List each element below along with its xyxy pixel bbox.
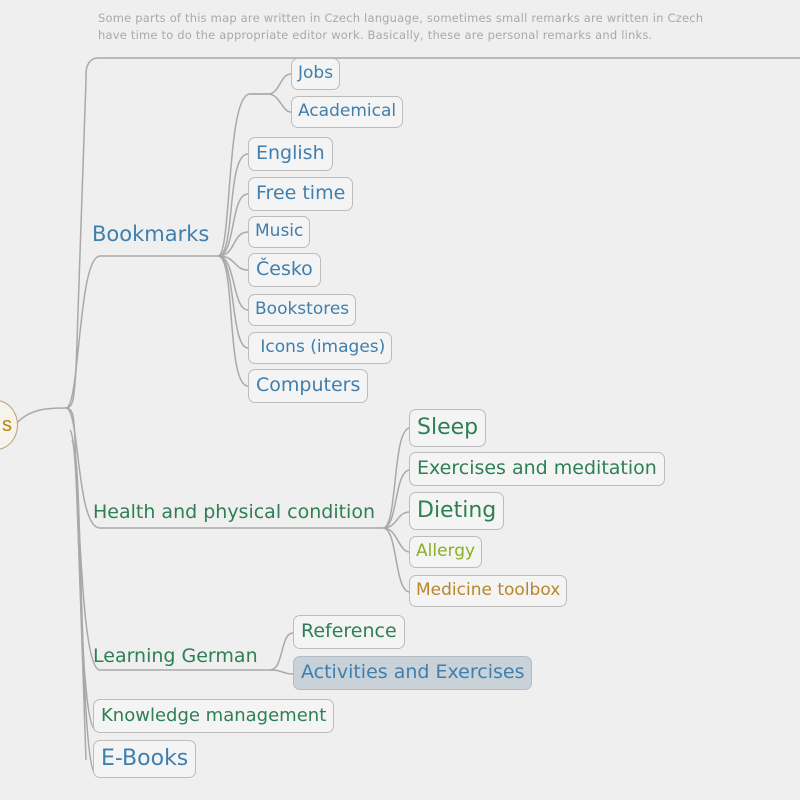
edge-ebooks [73,449,97,775]
bookmark-music[interactable]: Music [248,216,311,248]
bookmarks-node[interactable]: Bookmarks [92,222,210,246]
health-sleep[interactable]: Sleep [409,409,487,447]
health-node[interactable]: Health and physical condition [93,501,375,523]
bookmark-icons-images[interactable]: Icons (images) [248,332,393,364]
edge-spine [65,79,87,409]
edge-root-spine [15,407,67,425]
health-dieting[interactable]: Dieting [409,492,505,530]
ebooks-node[interactable]: E-Books [93,740,197,778]
german-activities-exercises[interactable]: Activities and Exercises [293,656,533,690]
map-description-line-2: have time to do the appropriate editor w… [98,28,653,42]
root-node-label: s [2,414,12,436]
german-reference[interactable]: Reference [293,615,405,649]
bookmark-bookstores[interactable]: Bookstores [248,294,357,326]
health-exercises-meditation[interactable]: Exercises and meditation [409,452,665,486]
bookmark-academical[interactable]: Academical [291,96,404,128]
edge-bookmarks [65,255,218,409]
map-description: Some parts of this map are written in Cz… [98,10,798,44]
edge-german [69,429,270,671]
edge-health [65,407,383,529]
knowledge-management-node[interactable]: Knowledge management [93,699,335,733]
german-node[interactable]: Learning German [93,645,258,667]
edge-knowledge [71,439,97,731]
bookmark-computers[interactable]: Computers [248,369,369,403]
bookmark-jobs[interactable]: Jobs [291,58,341,90]
bookmark-free-time[interactable]: Free time [248,177,354,211]
bookmark-english[interactable]: English [248,137,333,171]
edge-note [85,57,99,80]
map-description-line-1: Some parts of this map are written in Cz… [98,11,704,25]
bookmark-cesko[interactable]: Česko [248,253,321,287]
health-medicine-toolbox[interactable]: Medicine toolbox [409,575,568,607]
health-allergy[interactable]: Allergy [409,536,483,568]
